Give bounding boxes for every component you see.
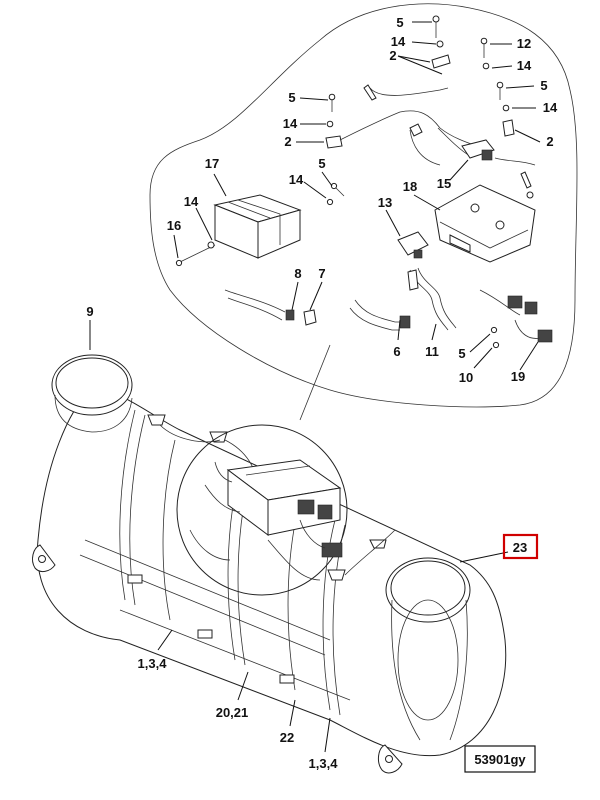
callout-10: 10 — [459, 370, 473, 385]
muffler-assembly — [32, 354, 507, 774]
callout-8: 8 — [294, 266, 301, 281]
callout-14: 14 — [289, 172, 304, 187]
callout-14: 14 — [283, 116, 298, 131]
callout-22: 22 — [280, 730, 294, 745]
callout-12: 12 — [517, 36, 531, 51]
highlighted-callout-box[interactable] — [502, 533, 539, 560]
callout-5: 5 — [396, 15, 403, 30]
detail-balloon-outline — [149, 3, 578, 408]
diagram-id-box — [464, 745, 536, 773]
callout-15: 15 — [437, 176, 451, 191]
callout-23[interactable]: 23 — [513, 540, 527, 555]
callout-1-3-4: 1,3,4 — [309, 756, 339, 771]
exploded-parts — [175, 15, 553, 349]
callout-5: 5 — [458, 346, 465, 361]
callout-16: 16 — [167, 218, 181, 233]
callout-2: 2 — [389, 48, 396, 63]
callout-11: 11 — [425, 344, 439, 359]
callout-14: 14 — [391, 34, 406, 49]
callout-14: 14 — [517, 58, 532, 73]
callout-19: 19 — [511, 369, 525, 384]
callout-14: 14 — [543, 100, 558, 115]
callout-5: 5 — [288, 90, 295, 105]
balloon-connector — [299, 344, 331, 421]
callout-20-21: 20,21 — [216, 705, 249, 720]
callout-9: 9 — [86, 304, 93, 319]
callout-14: 14 — [184, 194, 199, 209]
callout-5: 5 — [540, 78, 547, 93]
leader-lines — [89, 21, 541, 753]
callout-18: 18 — [403, 179, 417, 194]
callout-2: 2 — [284, 134, 291, 149]
zoom-circle — [176, 424, 348, 596]
diagram-id: 53901gy — [474, 752, 526, 767]
callout-1-3-4: 1,3,4 — [138, 656, 168, 671]
callout-13: 13 — [378, 195, 392, 210]
callout-7: 7 — [318, 266, 325, 281]
callout-5: 5 — [318, 156, 325, 171]
callout-17: 17 — [205, 156, 219, 171]
callout-6: 6 — [393, 344, 400, 359]
callout-2: 2 — [546, 134, 553, 149]
